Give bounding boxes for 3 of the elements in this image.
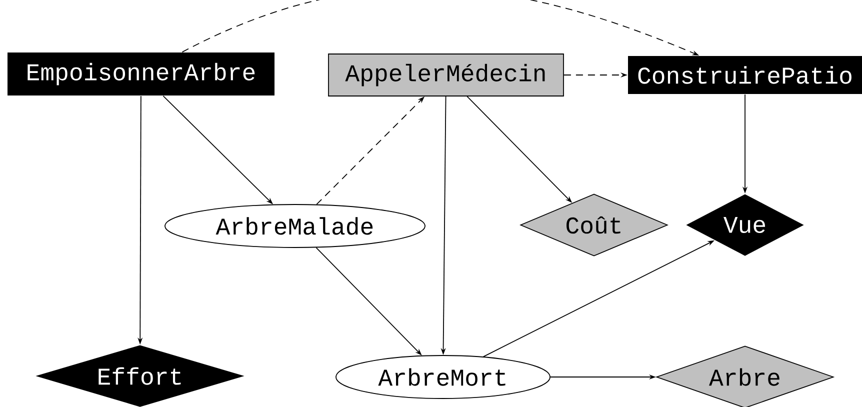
decision-box: EmpoisonnerArbre (8, 52, 274, 96)
decision-box: ConstruirePatio (628, 56, 862, 94)
decision-box: AppelerMédecin (328, 54, 564, 96)
